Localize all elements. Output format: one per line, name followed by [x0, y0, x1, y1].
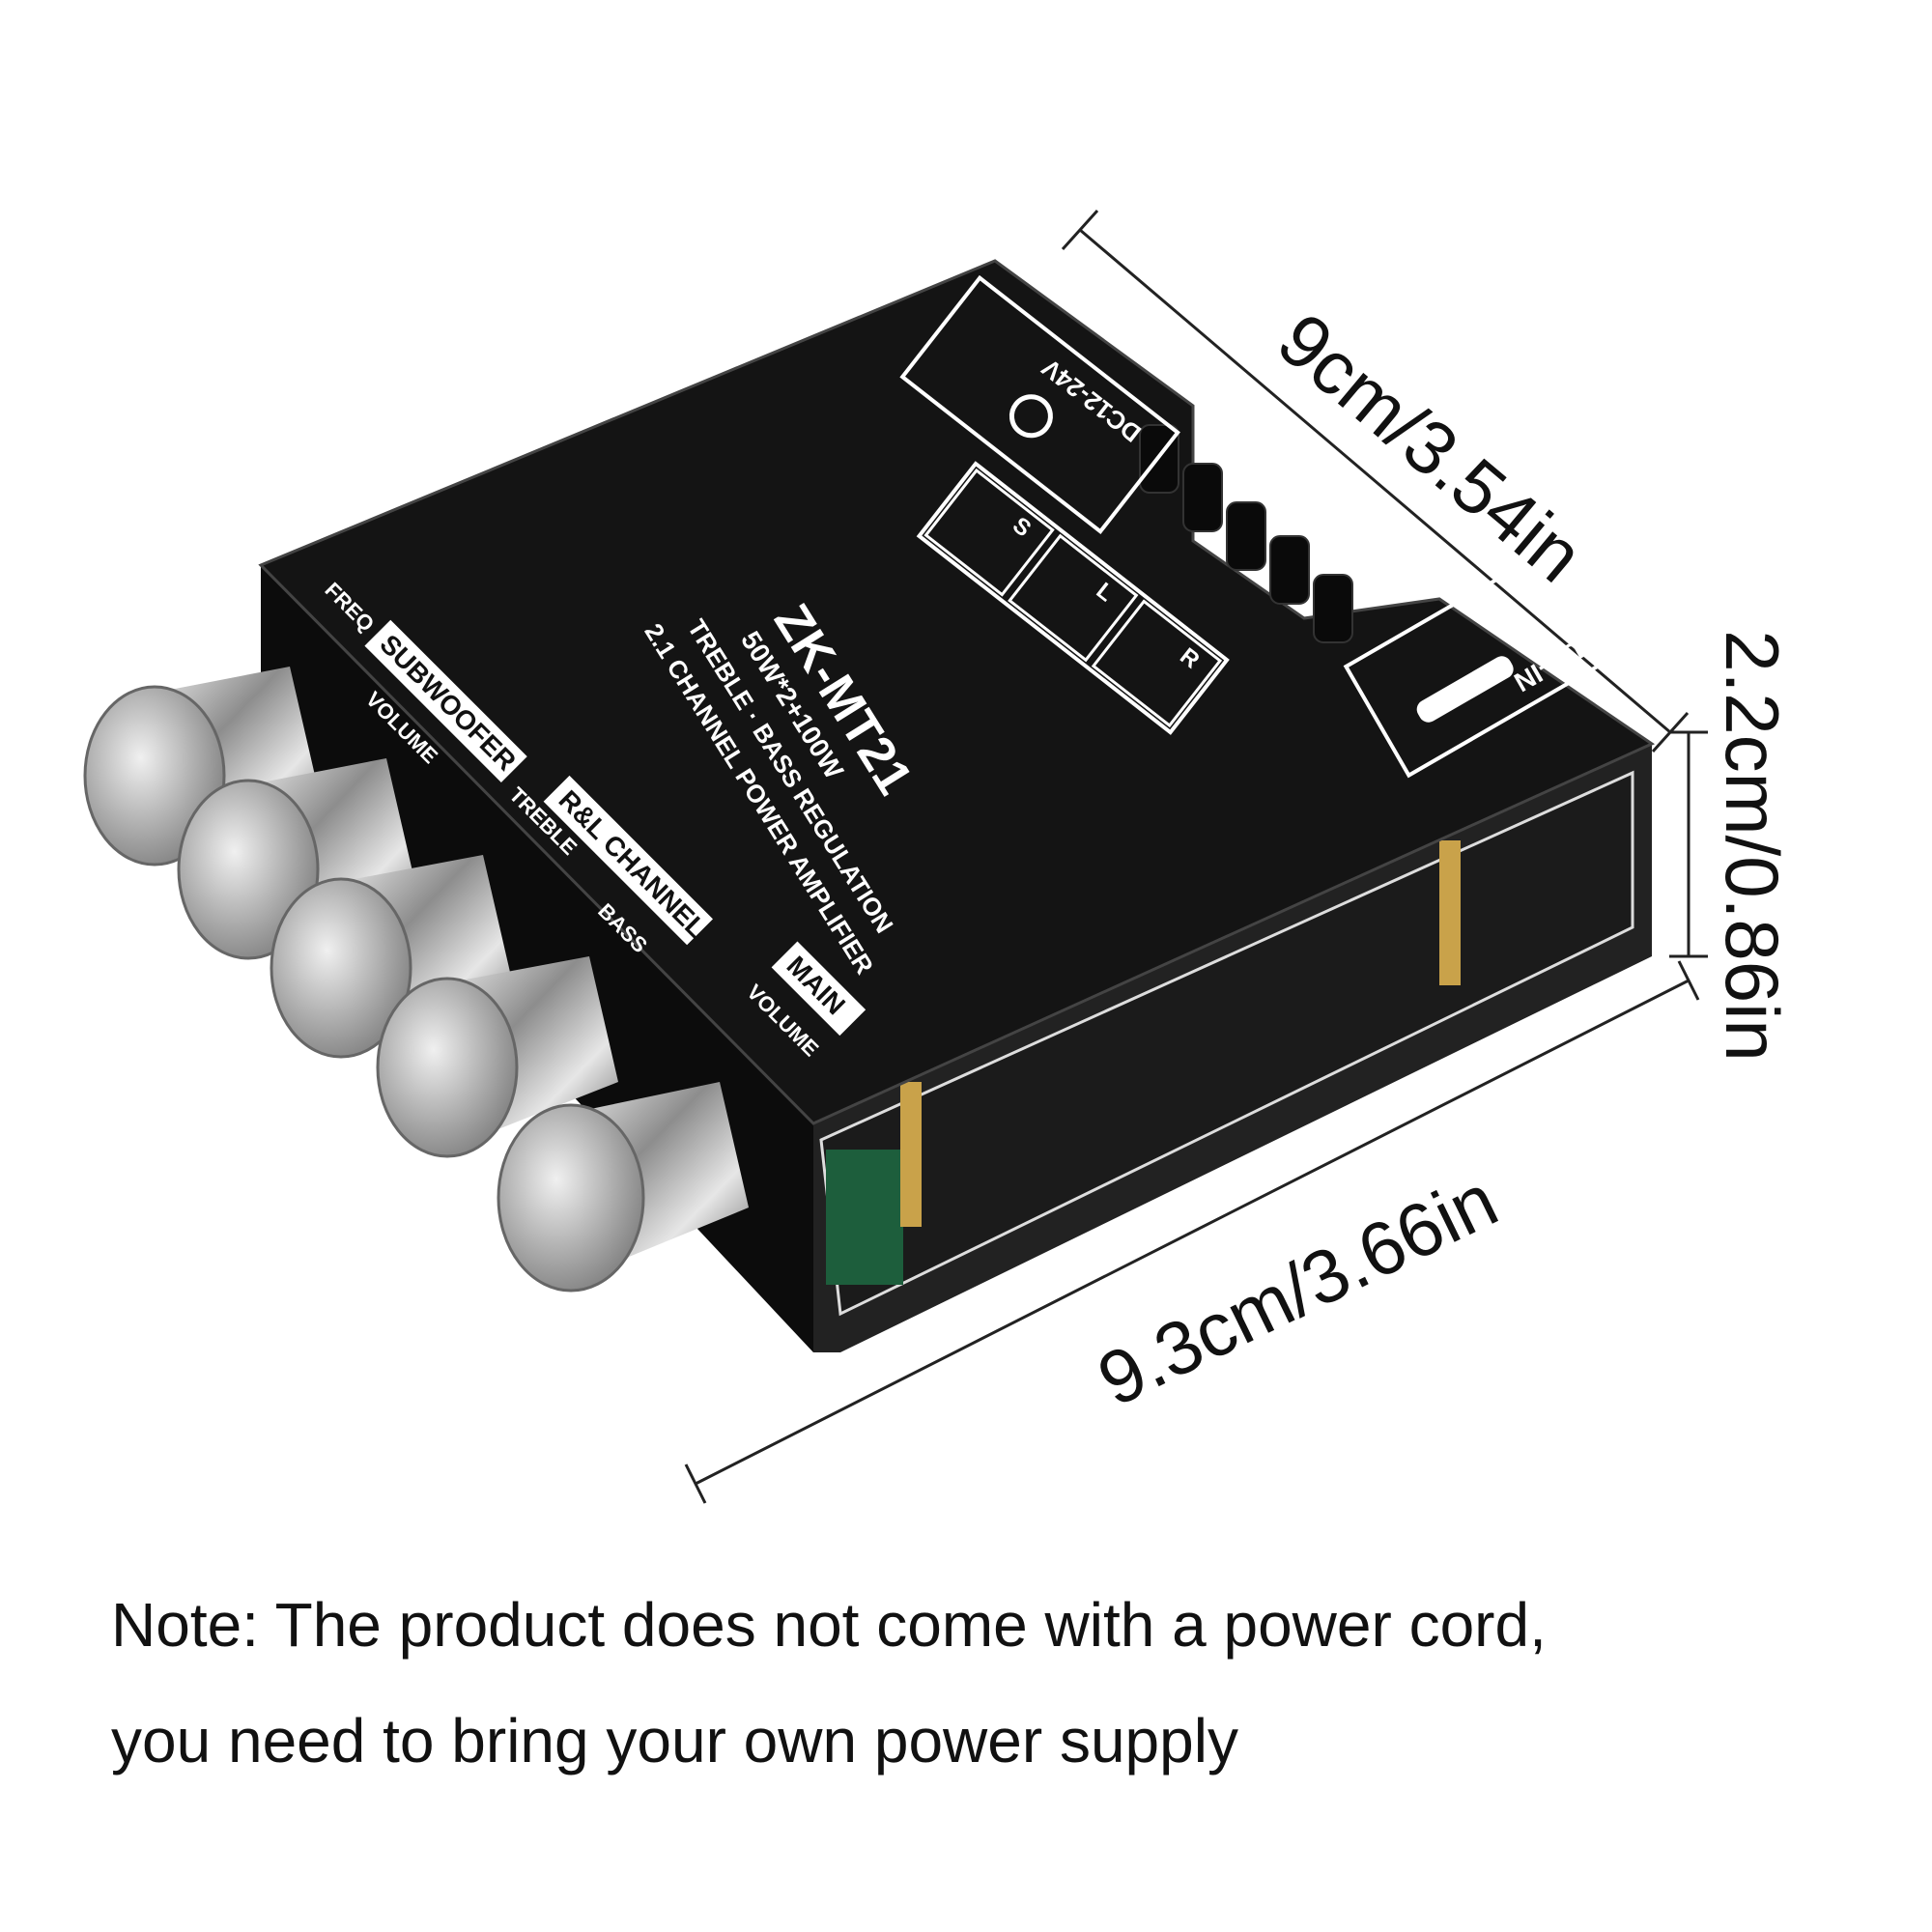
power-input-box	[899, 274, 1180, 535]
note-line-2: you need to bring your own power supply	[111, 1706, 1238, 1776]
board-top-face	[258, 259, 1656, 1125]
knob-rl-bass[interactable]	[376, 956, 618, 1158]
amplifier-board: DC12-24V S L R AUX-IN ZK-MT21 50W*2+100W…	[83, 259, 1656, 1352]
audio-jack-icon	[1416, 656, 1514, 723]
knob-main-volume[interactable]	[497, 1082, 749, 1293]
dc-jack-icon	[1009, 394, 1053, 439]
rl-channel-badge	[543, 775, 713, 946]
brass-standoff	[1439, 840, 1461, 985]
pcb-green	[826, 1150, 903, 1285]
aux-input-box	[1343, 528, 1646, 779]
brass-standoff	[900, 1082, 922, 1227]
knobs	[83, 667, 749, 1293]
subwoofer-badge	[364, 619, 527, 782]
dimension-lines	[684, 209, 1708, 1504]
main-badge	[771, 941, 867, 1037]
note-line-1: Note: The product does not come with a p…	[111, 1590, 1547, 1660]
height-dimension-label: 2.2cm/0.86in	[1709, 630, 1795, 1062]
